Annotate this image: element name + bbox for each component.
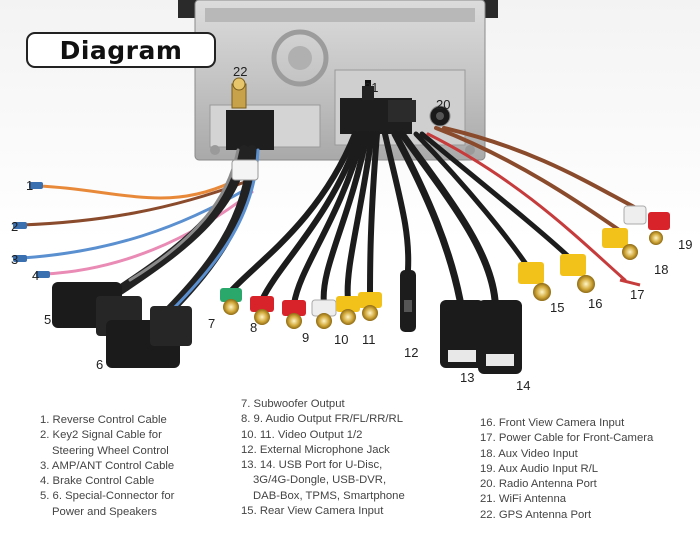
usb-port-13 bbox=[440, 300, 484, 368]
callout-22: 22 bbox=[233, 64, 248, 79]
callout-2: 2 bbox=[11, 219, 19, 234]
legend-item: 5. 6. Special-Connector for bbox=[40, 490, 175, 503]
legend-item: 22. GPS Antenna Port bbox=[480, 508, 592, 521]
radio-antenna-port bbox=[429, 105, 451, 127]
rca-rear-camera-yellow bbox=[518, 262, 551, 301]
legend-item-continuation: Power and Speakers bbox=[52, 505, 157, 518]
legend-item: 16. Front View Camera Input bbox=[480, 417, 625, 429]
legend-item: 10. 11. Video Output 1/2 bbox=[241, 428, 363, 441]
callout-19: 19 bbox=[678, 237, 693, 252]
usb-port-14 bbox=[478, 300, 522, 374]
rca-audio-white-fl bbox=[311, 299, 337, 329]
rca-video-yellow-1 bbox=[336, 296, 360, 325]
diagram-title-badge: Diagram bbox=[26, 32, 216, 68]
callout-10: 10 bbox=[334, 332, 349, 347]
main-harness-connector bbox=[226, 98, 416, 150]
callout-15: 15 bbox=[550, 300, 565, 315]
callout-14: 14 bbox=[516, 378, 531, 393]
legend-column-3: 16. Front View Camera Input 17. Power Ca… bbox=[480, 416, 653, 523]
rca-video-yellow-2 bbox=[358, 292, 382, 321]
callout-7: 7 bbox=[208, 316, 216, 331]
iso-connector-6 bbox=[106, 306, 192, 368]
legend-column-1: 1. Reverse Control Cable 2. Key2 Signal … bbox=[40, 413, 174, 520]
legend-item: 2. Key2 Signal Cable for bbox=[40, 429, 162, 442]
legend-item-continuation: DAB-Box, TPMS, Smartphone bbox=[253, 489, 405, 502]
callout-8: 8 bbox=[250, 320, 258, 335]
legend-item: 3. AMP/ANT Control Cable bbox=[40, 459, 175, 472]
rca-subwoofer-green bbox=[220, 288, 242, 315]
legend-item: 13. 14. USB Port for U-Disc, bbox=[241, 459, 383, 472]
callout-13: 13 bbox=[460, 370, 475, 385]
callout-12: 12 bbox=[404, 345, 419, 360]
callout-20: 20 bbox=[436, 97, 451, 112]
usb-cables bbox=[391, 130, 499, 304]
legend-item: 18. Aux Video Input bbox=[480, 447, 578, 460]
legend-item: 1. Reverse Control Cable bbox=[40, 414, 167, 426]
camera-aux-cables bbox=[413, 126, 642, 282]
microphone-jack bbox=[400, 270, 416, 332]
legend-column-2: 7. Subwoofer Output 8. 9. Audio Output F… bbox=[241, 397, 405, 519]
legend-item: 20. Radio Antenna Port bbox=[480, 478, 597, 491]
legend-item: 21. WiFi Antenna bbox=[480, 493, 567, 506]
callout-3: 3 bbox=[11, 252, 19, 267]
gps-antenna-port bbox=[231, 77, 247, 109]
legend-item: 12. External Microphone Jack bbox=[241, 443, 390, 456]
rca-front-camera-yellow bbox=[560, 254, 595, 293]
legend-item: 7. Subwoofer Output bbox=[241, 398, 345, 410]
callout-11: 11 bbox=[362, 332, 376, 347]
legend-item: 8. 9. Audio Output FR/FL/RR/RL bbox=[241, 413, 403, 426]
callout-16: 16 bbox=[588, 296, 603, 311]
legend-item: 4. Brake Control Cable bbox=[40, 475, 155, 488]
rca-audio-red-rr bbox=[282, 300, 306, 329]
callout-9: 9 bbox=[302, 330, 310, 345]
wiring-diagram-scene: Diagram 1 2 3 4 5 6 7 8 9 10 11 12 13 14… bbox=[0, 0, 700, 400]
callout-1: 1 bbox=[26, 178, 34, 193]
legend-item: 19. Aux Audio Input R/L bbox=[480, 462, 599, 475]
callout-4: 4 bbox=[32, 268, 40, 283]
legend-item: 15. Rear View Camera Input bbox=[241, 505, 384, 518]
legend-item-continuation: Steering Wheel Control bbox=[52, 444, 169, 457]
callout-17: 17 bbox=[630, 287, 645, 302]
callout-6: 6 bbox=[96, 357, 104, 372]
rca-audio-red-fr bbox=[250, 296, 274, 325]
aux-video-yellow bbox=[602, 228, 638, 260]
callout-5: 5 bbox=[44, 312, 52, 327]
wiring-diagram-illustration bbox=[13, 0, 670, 374]
wifi-antenna-connector bbox=[362, 80, 374, 100]
harness-label-tag bbox=[231, 159, 259, 181]
legend-item-continuation: 3G/4G-Dongle, USB-DVR, bbox=[253, 474, 387, 487]
aux-audio-white-red bbox=[623, 205, 670, 245]
legend-item: 17. Power Cable for Front-Camera bbox=[480, 432, 654, 445]
front-camera-power-lead bbox=[619, 278, 641, 287]
callout-21: 21 bbox=[364, 80, 379, 95]
callout-18: 18 bbox=[654, 262, 669, 277]
rca-cable-bundle bbox=[229, 131, 412, 307]
